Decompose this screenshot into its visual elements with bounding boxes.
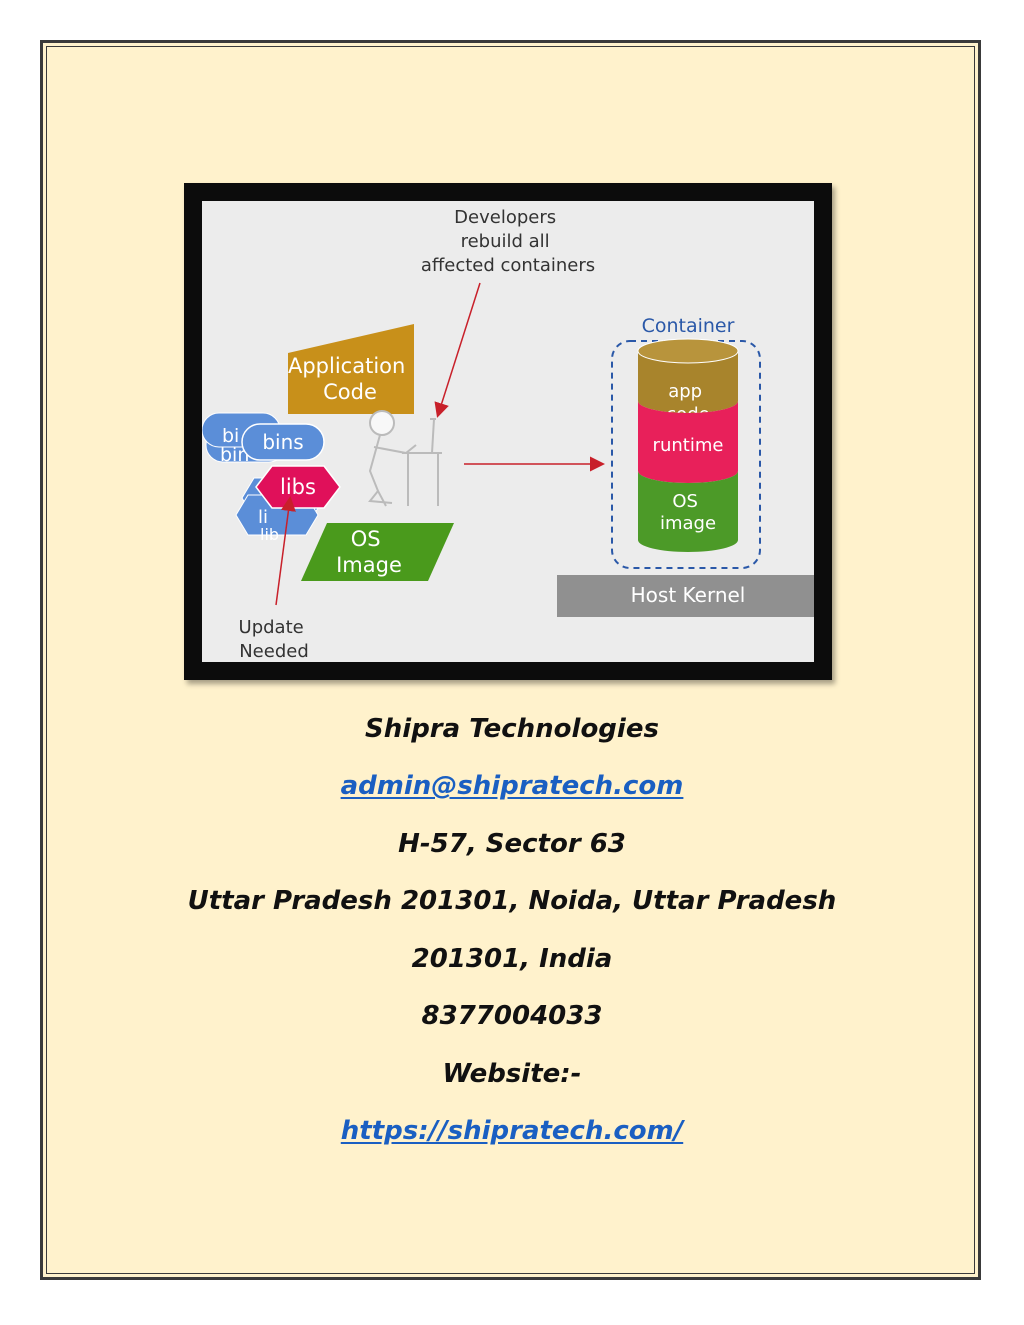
- address-line-2: Uttar Pradesh 201301, Noida, Uttar Prade…: [187, 886, 837, 916]
- company-name: Shipra Technologies: [365, 714, 659, 744]
- cylinder-top: [637, 338, 739, 364]
- app-code-layer: [638, 351, 738, 413]
- libs-shape: [255, 465, 341, 509]
- developers-arrow: [434, 282, 481, 418]
- libs-label: libs: [280, 475, 316, 499]
- runtime-label: runtime: [653, 435, 724, 456]
- address-line-3: 201301, India: [411, 944, 613, 974]
- host-kernel-label: Host Kernel: [631, 583, 746, 607]
- update-needed-text: Update Needed: [239, 617, 310, 662]
- website-label: Website:-: [442, 1059, 582, 1089]
- developers-note-text: Developers rebuild all affected containe…: [421, 207, 595, 276]
- os-image-layer: [638, 471, 738, 552]
- bins-label: bins: [262, 430, 303, 454]
- application-code-shape: [288, 324, 414, 414]
- libs-back-label-2: lib: [260, 525, 279, 544]
- update-arrow: [275, 496, 296, 606]
- host-kernel-bar: [557, 575, 814, 617]
- container-diagram-image: Developers rebuild all affected containe…: [184, 183, 832, 680]
- bins-shape: [241, 423, 325, 461]
- os-image-shape: [301, 523, 454, 581]
- container-title: Container: [642, 315, 735, 337]
- developer-figure-icon: [368, 410, 442, 507]
- website-link[interactable]: https://shipratech.com/: [340, 1116, 684, 1146]
- email-link[interactable]: admin@shipratech.com: [340, 771, 684, 801]
- bins-back-label: bi: [222, 425, 239, 447]
- application-code-label: Application Code: [288, 354, 412, 404]
- phone-number: 8377004033: [421, 1001, 603, 1031]
- libs-back-label: li: [258, 507, 268, 528]
- bins-back-label-2: bin: [220, 444, 249, 466]
- container-diagram: Developers rebuild all affected containe…: [202, 201, 814, 662]
- os-image-label: OS Image: [336, 527, 402, 577]
- address-line-1: H-57, Sector 63: [398, 829, 626, 859]
- os-image-layer-label: OS image: [660, 491, 716, 534]
- runtime-layer: [638, 401, 738, 483]
